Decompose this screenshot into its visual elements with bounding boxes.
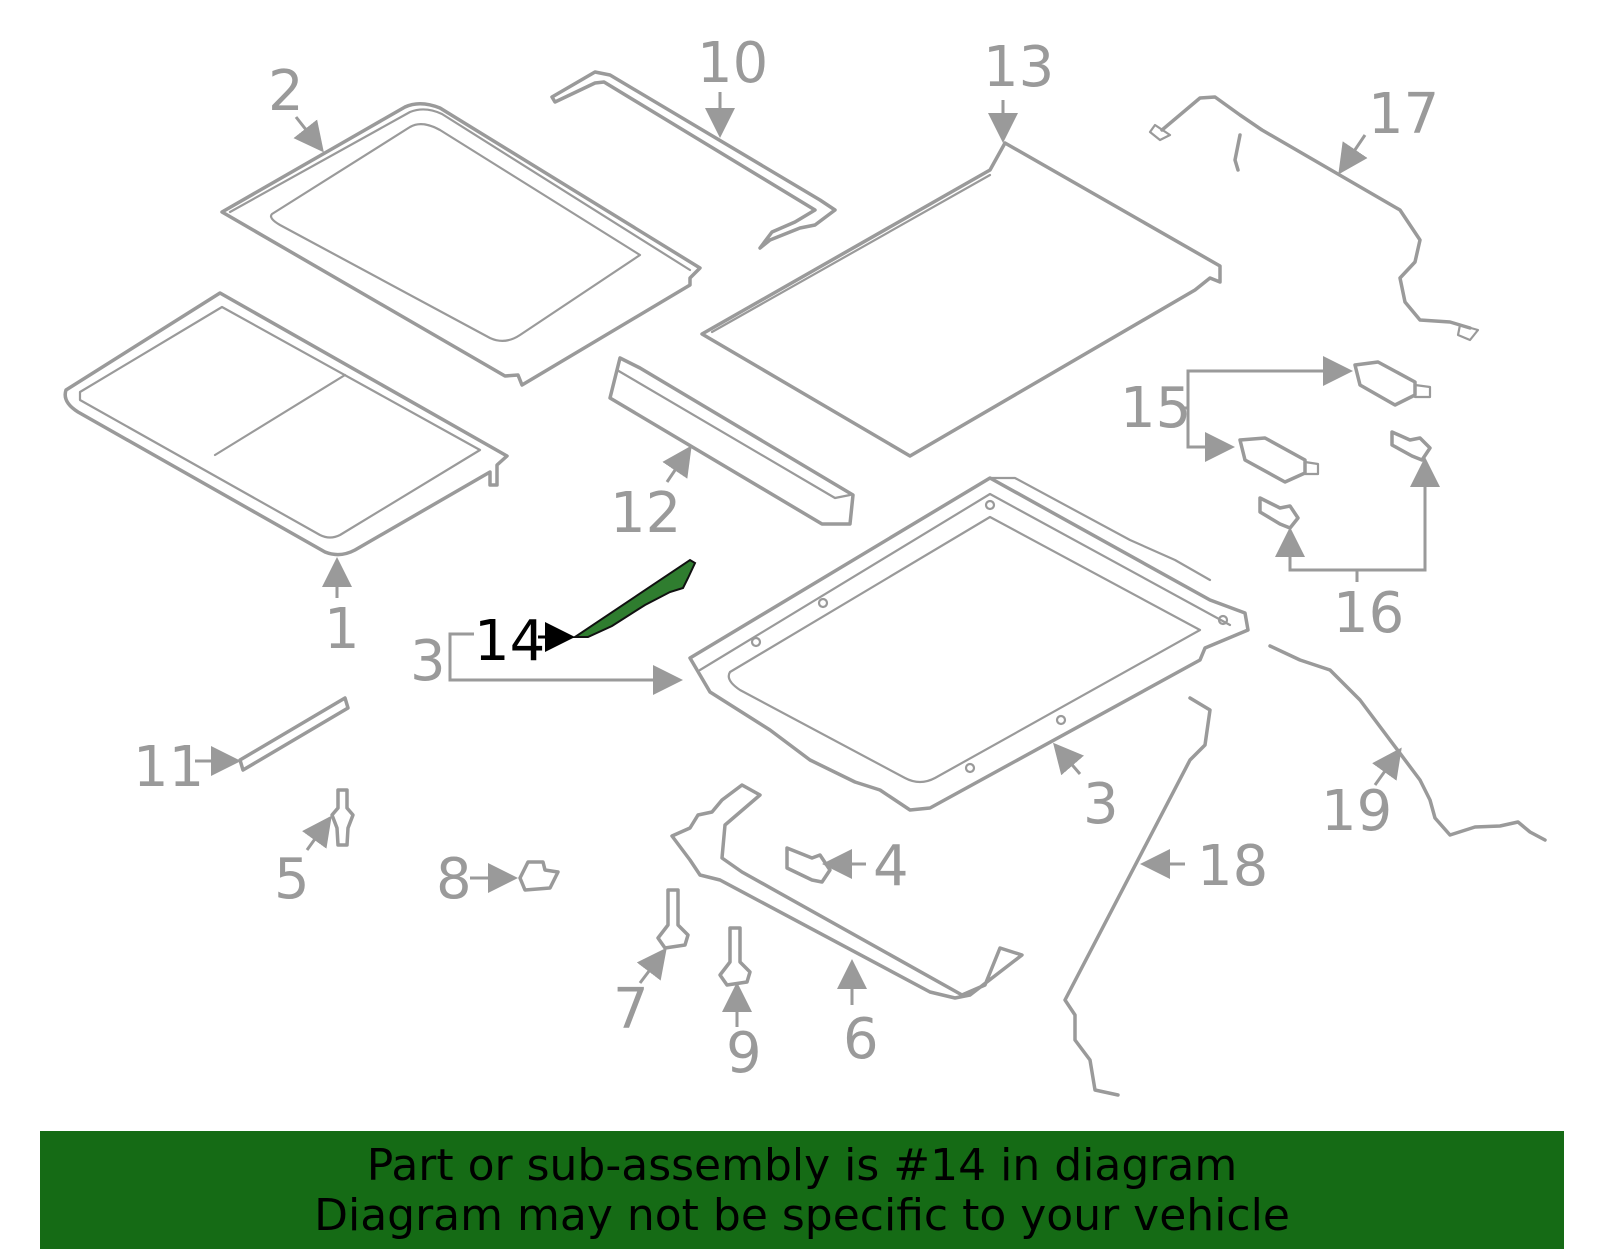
part-16-bolts — [1258, 430, 1432, 530]
part-18-drain-hose — [1063, 696, 1212, 1097]
callout-5: 5 — [274, 847, 310, 912]
callout-9: 9 — [726, 1021, 762, 1086]
part-9-stud — [718, 926, 752, 987]
callout-19: 19 — [1321, 779, 1392, 844]
callout-6: 6 — [843, 1007, 879, 1072]
leader-lines — [195, 92, 1440, 1027]
part-14-highlighted — [571, 558, 697, 638]
banner-line-1: Part or sub-assembly is #14 in diagram — [366, 1140, 1238, 1191]
callout-3-right: 3 — [1083, 772, 1119, 837]
part-8-nut — [518, 860, 560, 892]
callout-18: 18 — [1197, 834, 1268, 899]
callout-8: 8 — [436, 847, 472, 912]
callout-7: 7 — [613, 977, 649, 1042]
part-15-motors — [1238, 360, 1432, 484]
callout-3-left: 3 — [410, 629, 446, 694]
part-12-deflector — [608, 356, 855, 526]
part-3-frame — [688, 476, 1250, 812]
part-4-bolt — [785, 846, 832, 884]
info-banner: Part or sub-assembly is #14 in diagram D… — [40, 1131, 1564, 1249]
callout-2: 2 — [268, 59, 304, 124]
part-6-bracket — [670, 783, 1024, 1000]
part-13-shade — [700, 141, 1222, 458]
part-5-clip — [330, 788, 355, 847]
callout-17: 17 — [1368, 82, 1439, 147]
part-10-seal — [550, 70, 837, 250]
callout-labels: 1 2 3 3 4 5 6 7 8 9 10 11 12 13 14 15 16… — [133, 31, 1439, 1086]
callout-14-highlighted: 14 — [474, 609, 545, 674]
part-11-seal-strip — [238, 696, 350, 772]
callout-1: 1 — [324, 597, 360, 662]
banner-line-2: Diagram may not be specific to your vehi… — [314, 1190, 1290, 1241]
part-2-glass-panel — [220, 102, 702, 387]
callout-15: 15 — [1120, 376, 1191, 441]
part-1-glass — [63, 291, 509, 557]
callout-4: 4 — [873, 834, 909, 899]
callout-10: 10 — [697, 31, 768, 96]
part-19-drain-hose — [1268, 644, 1547, 842]
callout-13: 13 — [983, 35, 1054, 100]
callout-16: 16 — [1333, 581, 1404, 646]
part-7-stud — [656, 888, 690, 950]
callout-11: 11 — [133, 735, 204, 800]
part-17-harness — [1148, 95, 1480, 342]
callout-12: 12 — [610, 481, 681, 546]
